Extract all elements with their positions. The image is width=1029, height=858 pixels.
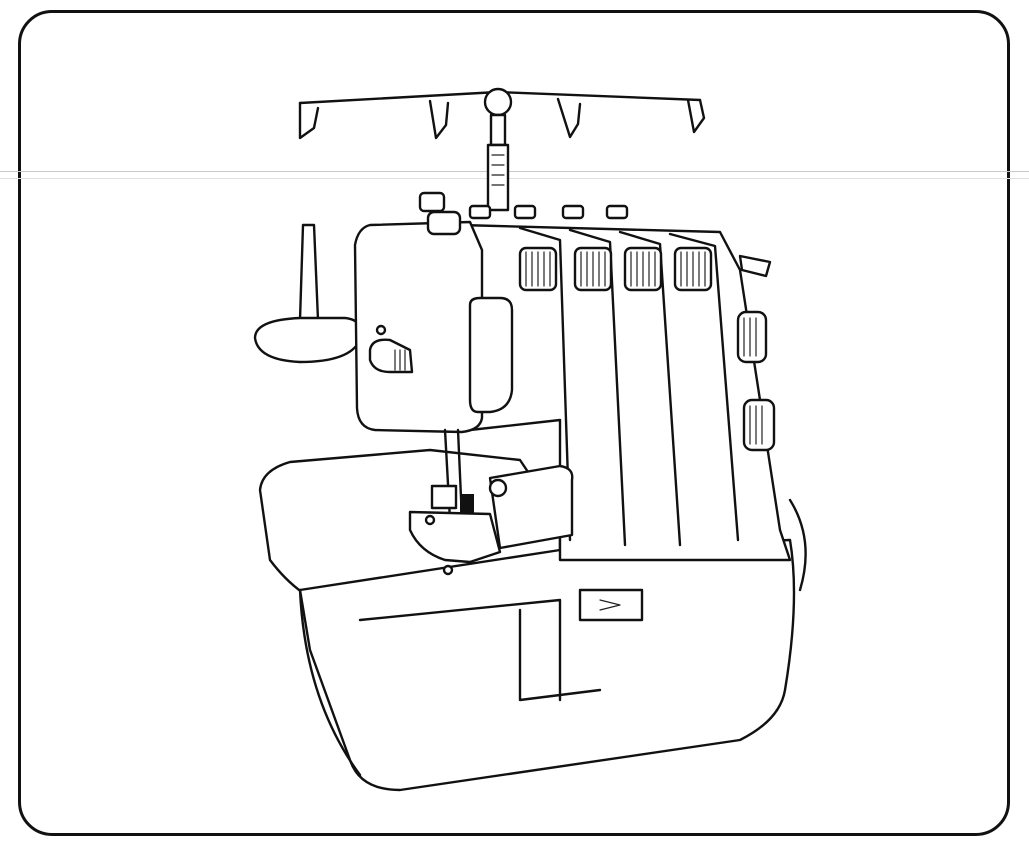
front-cover xyxy=(353,191,514,434)
spool-pin-icon xyxy=(253,223,363,364)
illustration-frame xyxy=(18,10,1010,836)
handwheel-icon xyxy=(736,254,807,592)
thread-stand-icon xyxy=(298,87,706,212)
label-plate xyxy=(578,588,644,622)
machine-housing xyxy=(458,223,792,562)
scan-artifact-line-lower xyxy=(0,178,1029,179)
tension-dial-icon xyxy=(468,204,713,292)
presser-foot-icon xyxy=(408,428,574,576)
scan-artifact-line xyxy=(0,171,1029,172)
